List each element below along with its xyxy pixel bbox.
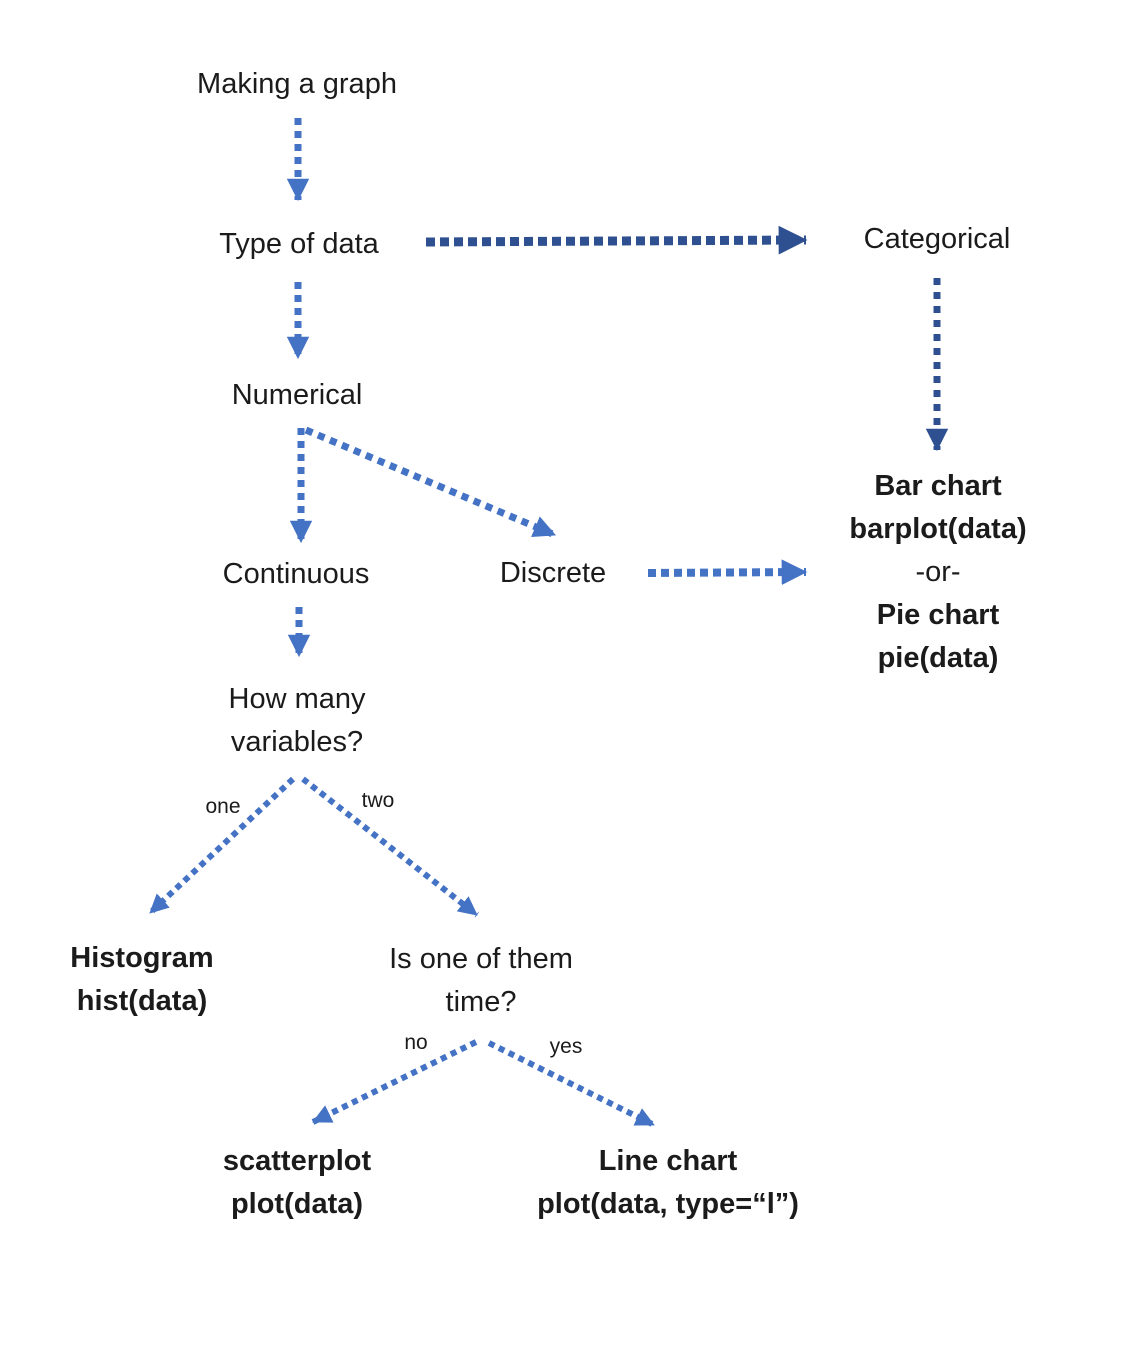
arrow-discrete-to-bar-pie — [647, 559, 808, 585]
node-numerical: Numerical — [231, 379, 363, 411]
arrow-is-time-to-scatterplot — [311, 1039, 478, 1125]
node-is-one-of-them-time: Is one of them time? — [389, 938, 573, 1024]
edge-label-no: no — [404, 1031, 428, 1054]
node-line-chart: Line chart plot(data, type=“l”) — [537, 1140, 799, 1226]
scatterplot-title: scatterplot — [222, 1145, 372, 1177]
node-continuous: Continuous — [222, 558, 370, 590]
how-many-line1: How many — [228, 683, 366, 715]
node-making-a-graph: Making a graph — [197, 68, 397, 100]
node-categorical: Categorical — [863, 223, 1011, 255]
edge-label-two: two — [361, 789, 395, 812]
edge-label-yes: yes — [549, 1035, 583, 1058]
node-histogram: Histogram hist(data) — [70, 937, 213, 1023]
or-separator: -or- — [915, 556, 961, 588]
pie-chart-title: Pie chart — [876, 599, 1000, 631]
bar-chart-code: barplot(data) — [849, 513, 1027, 545]
node-bar-pie-chart: Bar chart barplot(data) -or- Pie chart p… — [849, 465, 1026, 680]
arrow-how-many-to-is-time — [301, 776, 479, 918]
pie-chart-code: pie(data) — [877, 642, 999, 674]
line-chart-code: plot(data, type=“l”) — [537, 1188, 799, 1220]
histogram-code: hist(data) — [76, 985, 208, 1017]
how-many-line2: variables? — [230, 726, 364, 758]
arrow-is-time-to-line-chart — [487, 1040, 656, 1128]
scatterplot-code: plot(data) — [230, 1188, 364, 1220]
is-time-line2: time? — [445, 986, 517, 1018]
arrow-numerical-to-discrete — [304, 426, 557, 539]
is-time-line1: Is one of them — [389, 943, 573, 975]
histogram-title: Histogram — [70, 942, 214, 974]
bar-chart-title: Bar chart — [874, 470, 1002, 502]
line-chart-title: Line chart — [598, 1145, 738, 1177]
arrow-type-of-data-to-categorical — [425, 225, 808, 255]
node-how-many-variables: How many variables? — [229, 678, 366, 764]
node-type-of-data: Type of data — [219, 228, 379, 260]
node-scatterplot: scatterplot plot(data) — [223, 1140, 371, 1226]
node-discrete: Discrete — [499, 557, 607, 589]
edge-label-one: one — [205, 795, 241, 818]
